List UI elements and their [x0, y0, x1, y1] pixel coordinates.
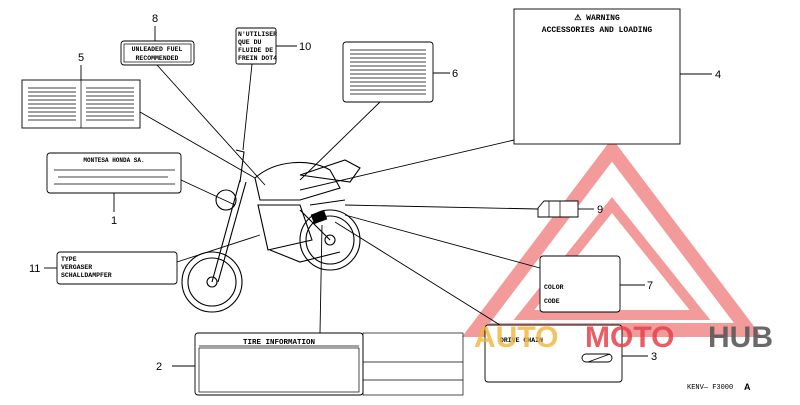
- leader-6: [299, 101, 381, 181]
- callout-9: 9: [597, 204, 603, 216]
- handlebar: [235, 149, 245, 183]
- label-10-line1: N'UTILISER: [238, 31, 277, 38]
- leader-1: [180, 179, 236, 206]
- label-8-line1: UNLEADED FUEL: [132, 46, 183, 53]
- label-brake-fluid: N'UTILISER QUE DU FLUIDE DE FREIN DOT4: [235, 27, 277, 65]
- label-unleaded-fuel: UNLEADED FUEL RECOMMENDED: [120, 40, 195, 66]
- label-6-hatch: [350, 49, 426, 95]
- leader-5: [139, 111, 256, 179]
- label-2-inner: [198, 347, 360, 393]
- label-1-text: MONTESA HONDA SA.: [83, 157, 144, 164]
- label-type: TYPE VERGASER SCHALLDAMPFER: [56, 251, 178, 285]
- fuel-tank: [254, 161, 341, 201]
- leader-3: [334, 221, 501, 326]
- label-5-hatch: [28, 87, 134, 121]
- label-9: [537, 200, 579, 218]
- front-rim: [187, 257, 237, 307]
- callout-7: 7: [647, 280, 653, 292]
- exhaust: [269, 249, 341, 263]
- side-cover-label-spot: [310, 209, 328, 225]
- seat: [299, 159, 361, 183]
- label-4-frame: [513, 8, 681, 145]
- label-7-line2: CODE: [544, 298, 560, 305]
- watermark-text: AUTO MOTO HUB: [474, 321, 773, 354]
- label-9-frame: [537, 200, 579, 218]
- leader-4: [299, 139, 515, 191]
- label-10-line2: QUE DU: [238, 39, 262, 46]
- headlight: [215, 189, 237, 211]
- rear-rim: [305, 215, 355, 265]
- label-11-line2: VERGASER: [61, 264, 92, 271]
- label-10-line3: FLUIDE DE: [238, 47, 273, 54]
- leader-10: [242, 63, 253, 151]
- callout-10: 10: [299, 41, 311, 53]
- callout-8: 8: [152, 13, 158, 25]
- label-drive-chain: DRIVE CHAIN: [484, 324, 623, 383]
- rear-hub: [324, 234, 336, 246]
- front-wheel: [181, 251, 243, 313]
- callout-11: 11: [29, 263, 40, 275]
- diagram-code: KENV— F3000: [687, 384, 733, 392]
- label-10-line4: FREIN DOT4: [238, 55, 277, 62]
- label-manufacturer: MONTESA HONDA SA.: [46, 152, 182, 194]
- callout-4: 4: [715, 69, 721, 81]
- diagram-code-suffix: A: [744, 382, 751, 392]
- label-8-inner: [123, 43, 192, 63]
- front-hub: [206, 276, 218, 288]
- leader-8: [156, 64, 266, 186]
- callout-6: 6: [452, 68, 458, 80]
- label-tire-information: TIRE INFORMATION: [194, 332, 464, 396]
- label-3-text: DRIVE CHAIN: [500, 337, 543, 344]
- label-7-frame: [539, 255, 621, 313]
- leader-11: [176, 234, 261, 263]
- label-6-frame: [342, 41, 434, 103]
- callout-2: 2: [156, 361, 162, 373]
- swing-arm: [299, 199, 346, 241]
- watermark-word-auto: AUTO: [474, 321, 558, 354]
- chain-adjuster-mark: [587, 353, 611, 363]
- label-11-line3: SCHALLDAMPFER: [61, 272, 112, 279]
- engine-block: [257, 204, 313, 251]
- label-2-side-panel: [362, 332, 464, 396]
- leader-7: [344, 214, 541, 269]
- label-11-line1: TYPE: [61, 256, 77, 263]
- label-warning: ⚠ WARNING ACCESSORIES AND LOADING: [513, 8, 681, 145]
- label-8-line2: RECOMMENDED: [136, 55, 179, 62]
- leader-2: [319, 224, 323, 334]
- label-7-line1: COLOR: [544, 284, 564, 291]
- label-6: [342, 41, 434, 103]
- label-2-text: TIRE INFORMATION: [243, 339, 315, 347]
- watermark-word-hub: HUB: [708, 321, 773, 354]
- callout-3: 3: [651, 351, 657, 363]
- rear-wheel: [299, 209, 361, 271]
- label-4-line1: ⚠ WARNING: [574, 14, 620, 23]
- label-color-code: COLOR CODE: [539, 255, 621, 313]
- label-4-line2: ACCESSORIES AND LOADING: [542, 26, 653, 35]
- callout-5: 5: [78, 52, 84, 64]
- callout-1: 1: [111, 215, 117, 227]
- watermark-word-moto: MOTO: [585, 321, 674, 354]
- leader-9: [344, 204, 539, 210]
- label-5: [21, 79, 141, 129]
- motorcycle-drawing: [181, 149, 361, 313]
- label-3-frame: [484, 324, 623, 383]
